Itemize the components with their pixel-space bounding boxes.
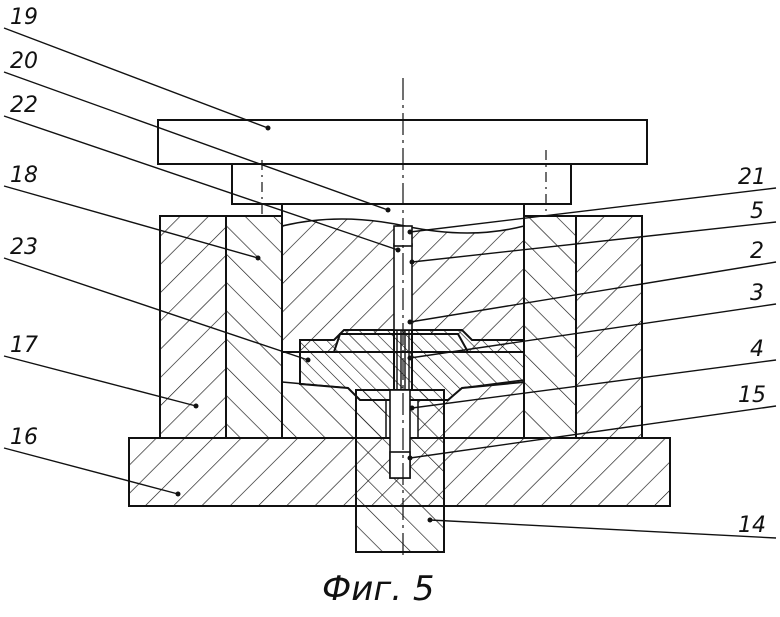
label-17: 17 — [10, 333, 38, 358]
label-23: 23 — [10, 235, 38, 260]
part-14-ejector — [355, 389, 445, 553]
figure-caption: Фиг. 5 — [322, 569, 434, 609]
label-22: 22 — [10, 93, 38, 118]
label-14: 14 — [738, 513, 766, 538]
label-4: 4 — [750, 337, 764, 362]
label-18: 18 — [10, 163, 38, 188]
label-16: 16 — [10, 425, 38, 450]
part-2-rod — [393, 225, 413, 331]
part-17-outer-ring — [159, 215, 643, 439]
label-3: 3 — [750, 281, 764, 306]
leader-lines — [3, 27, 777, 539]
label-20: 20 — [10, 49, 38, 74]
part-18-inner-ring — [225, 215, 577, 439]
leader-dots — [175, 125, 433, 523]
holder-block — [231, 150, 572, 216]
label-15: 15 — [738, 383, 766, 408]
label-2: 2 — [750, 239, 764, 264]
label-19: 19 — [10, 5, 38, 30]
label-21: 21 — [738, 165, 766, 190]
label-5: 5 — [750, 199, 764, 224]
